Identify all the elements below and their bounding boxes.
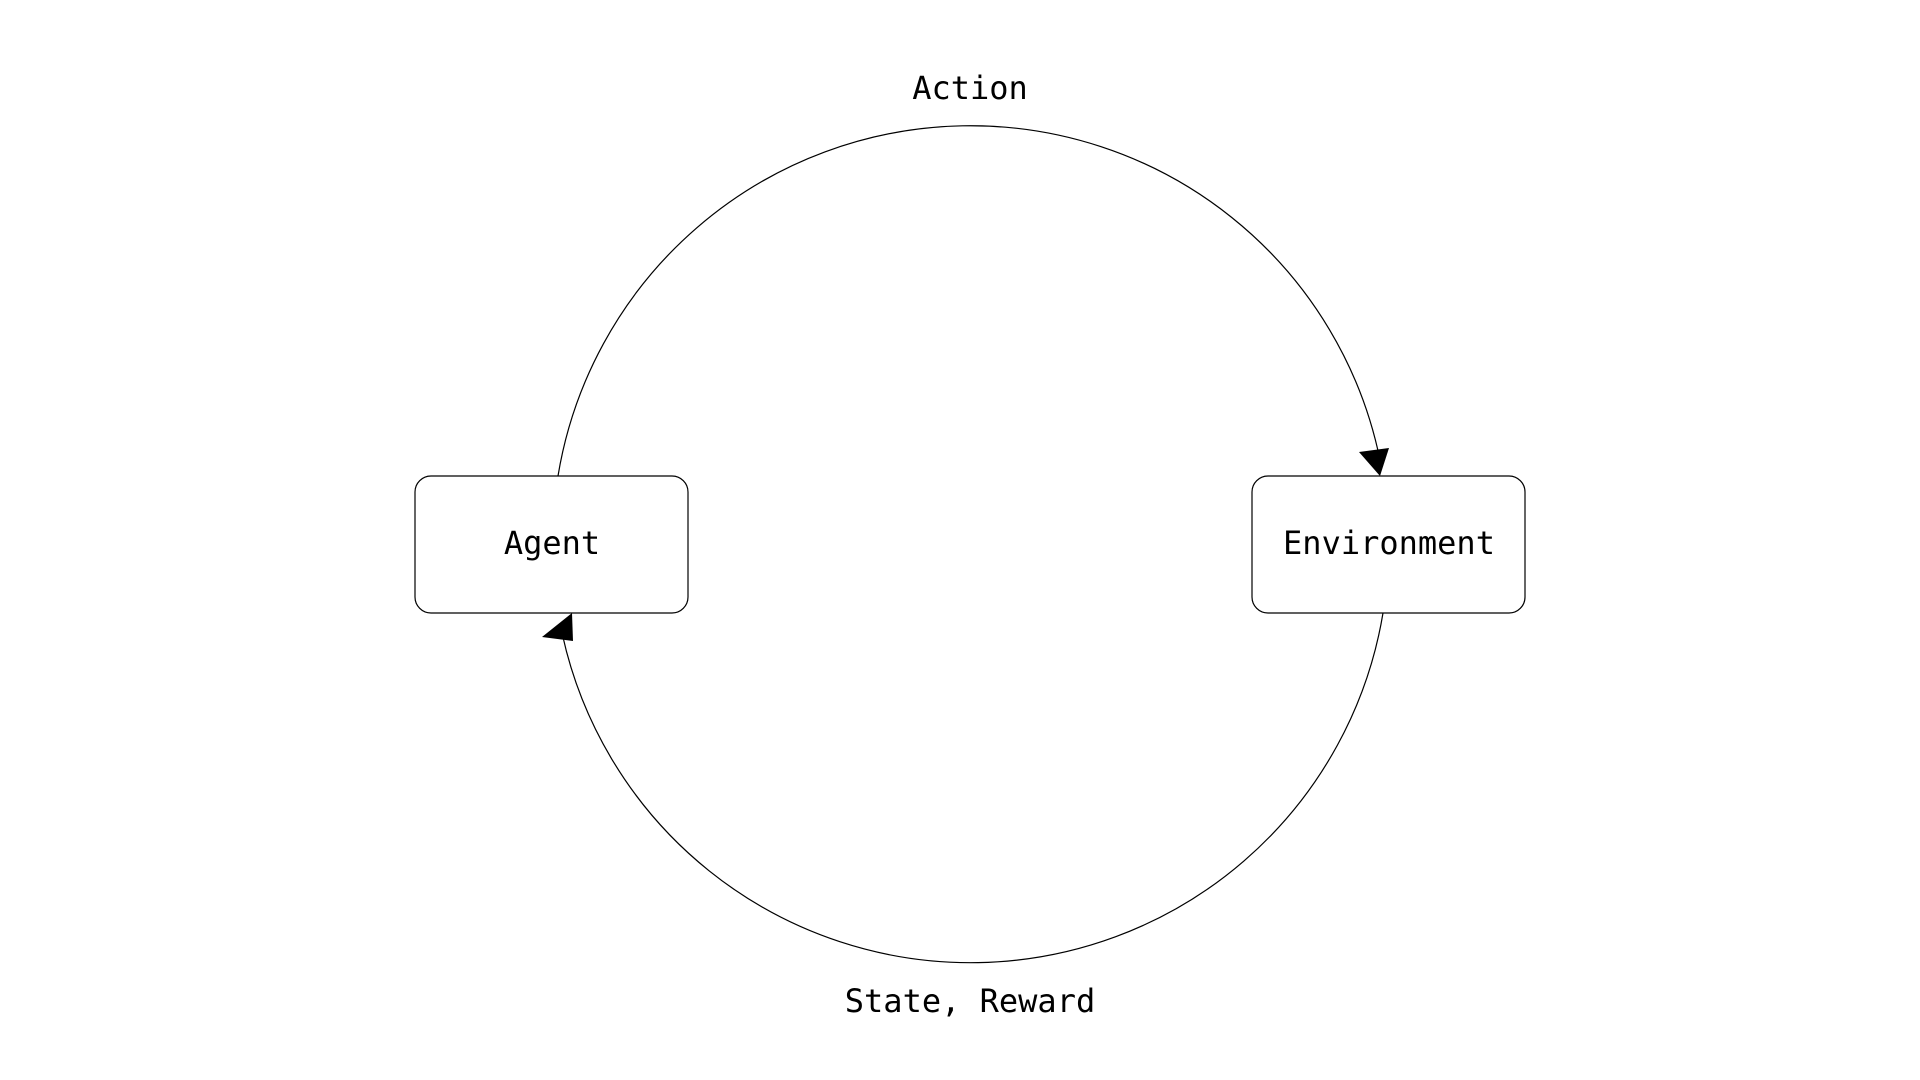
state-reward-edge (560, 612, 1384, 964)
environment-node: Environment (1251, 475, 1526, 614)
action-arrowhead (1359, 448, 1389, 476)
action-edge (557, 125, 1381, 477)
environment-label: Environment (1283, 524, 1495, 562)
state-reward-arrowhead (542, 613, 573, 641)
state-reward-label: State, Reward (845, 982, 1095, 1020)
agent-label: Agent (504, 524, 600, 562)
agent-node: Agent (414, 475, 689, 614)
action-label: Action (912, 69, 1028, 107)
